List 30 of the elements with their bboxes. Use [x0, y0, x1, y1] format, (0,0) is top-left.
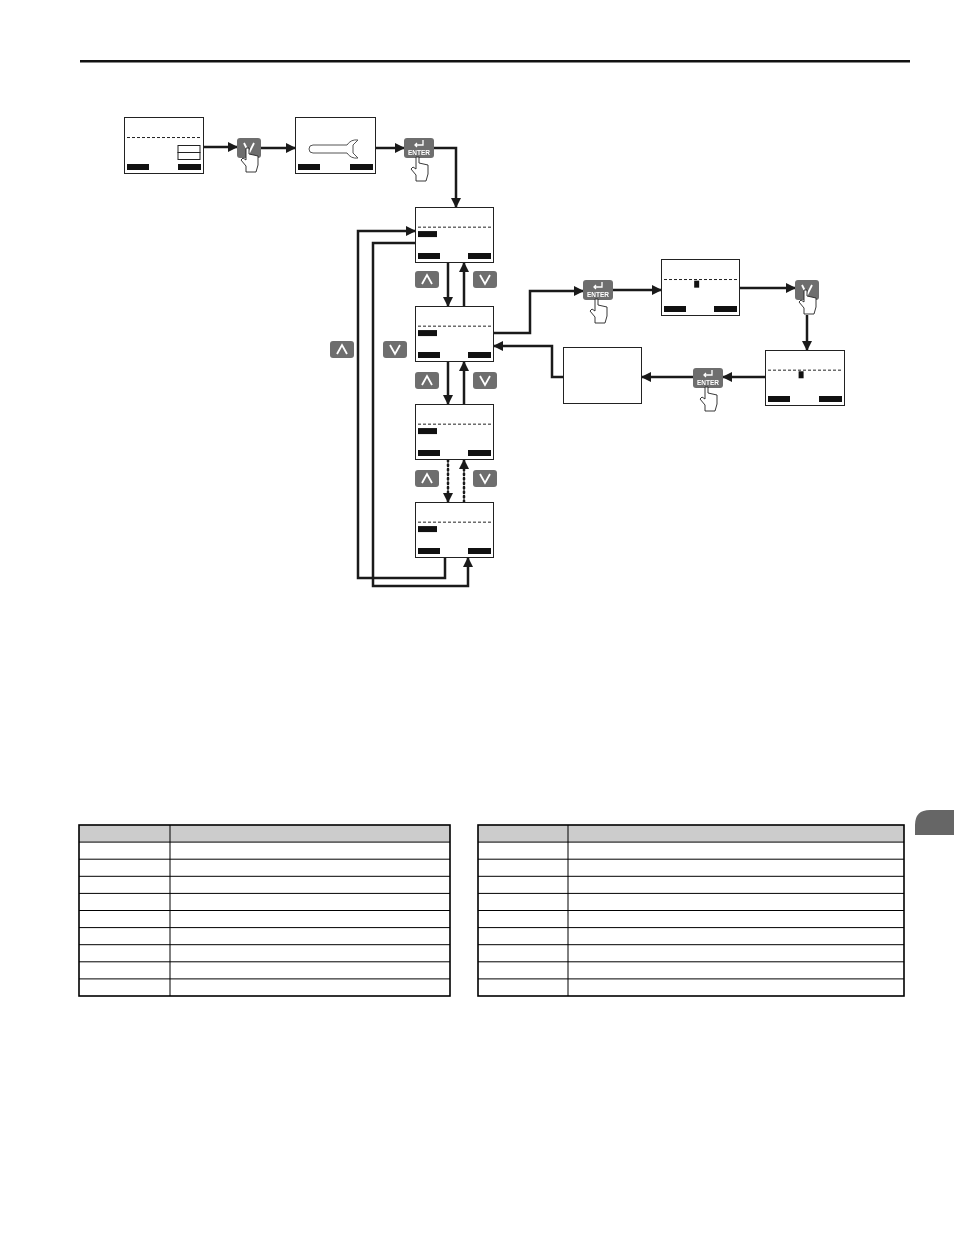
arrow — [802, 315, 812, 351]
down-key — [795, 280, 819, 315]
arrow — [434, 146, 461, 208]
arrow — [356, 226, 447, 580]
display-screen — [415, 502, 494, 558]
arrow — [740, 283, 796, 293]
arrow — [204, 142, 238, 152]
arrow — [376, 143, 405, 153]
display-screen — [661, 259, 740, 316]
arrow — [261, 143, 296, 153]
arrow — [459, 262, 469, 306]
arrow — [613, 285, 662, 295]
arrow — [459, 458, 469, 504]
display-screen — [415, 306, 494, 362]
arrow — [371, 241, 473, 588]
display-screen — [295, 117, 376, 174]
display-screen — [765, 350, 845, 406]
arrow — [641, 372, 693, 382]
arrow — [722, 372, 765, 382]
arrow — [443, 458, 453, 504]
display-screen — [415, 404, 494, 460]
arrow — [494, 286, 584, 335]
arrow — [493, 341, 563, 379]
arrow — [443, 362, 453, 405]
display-screen — [563, 347, 642, 404]
arrow — [459, 361, 469, 404]
arrow — [443, 263, 453, 307]
display-screen — [415, 207, 494, 263]
display-screen — [124, 117, 204, 174]
down-key — [237, 138, 261, 173]
